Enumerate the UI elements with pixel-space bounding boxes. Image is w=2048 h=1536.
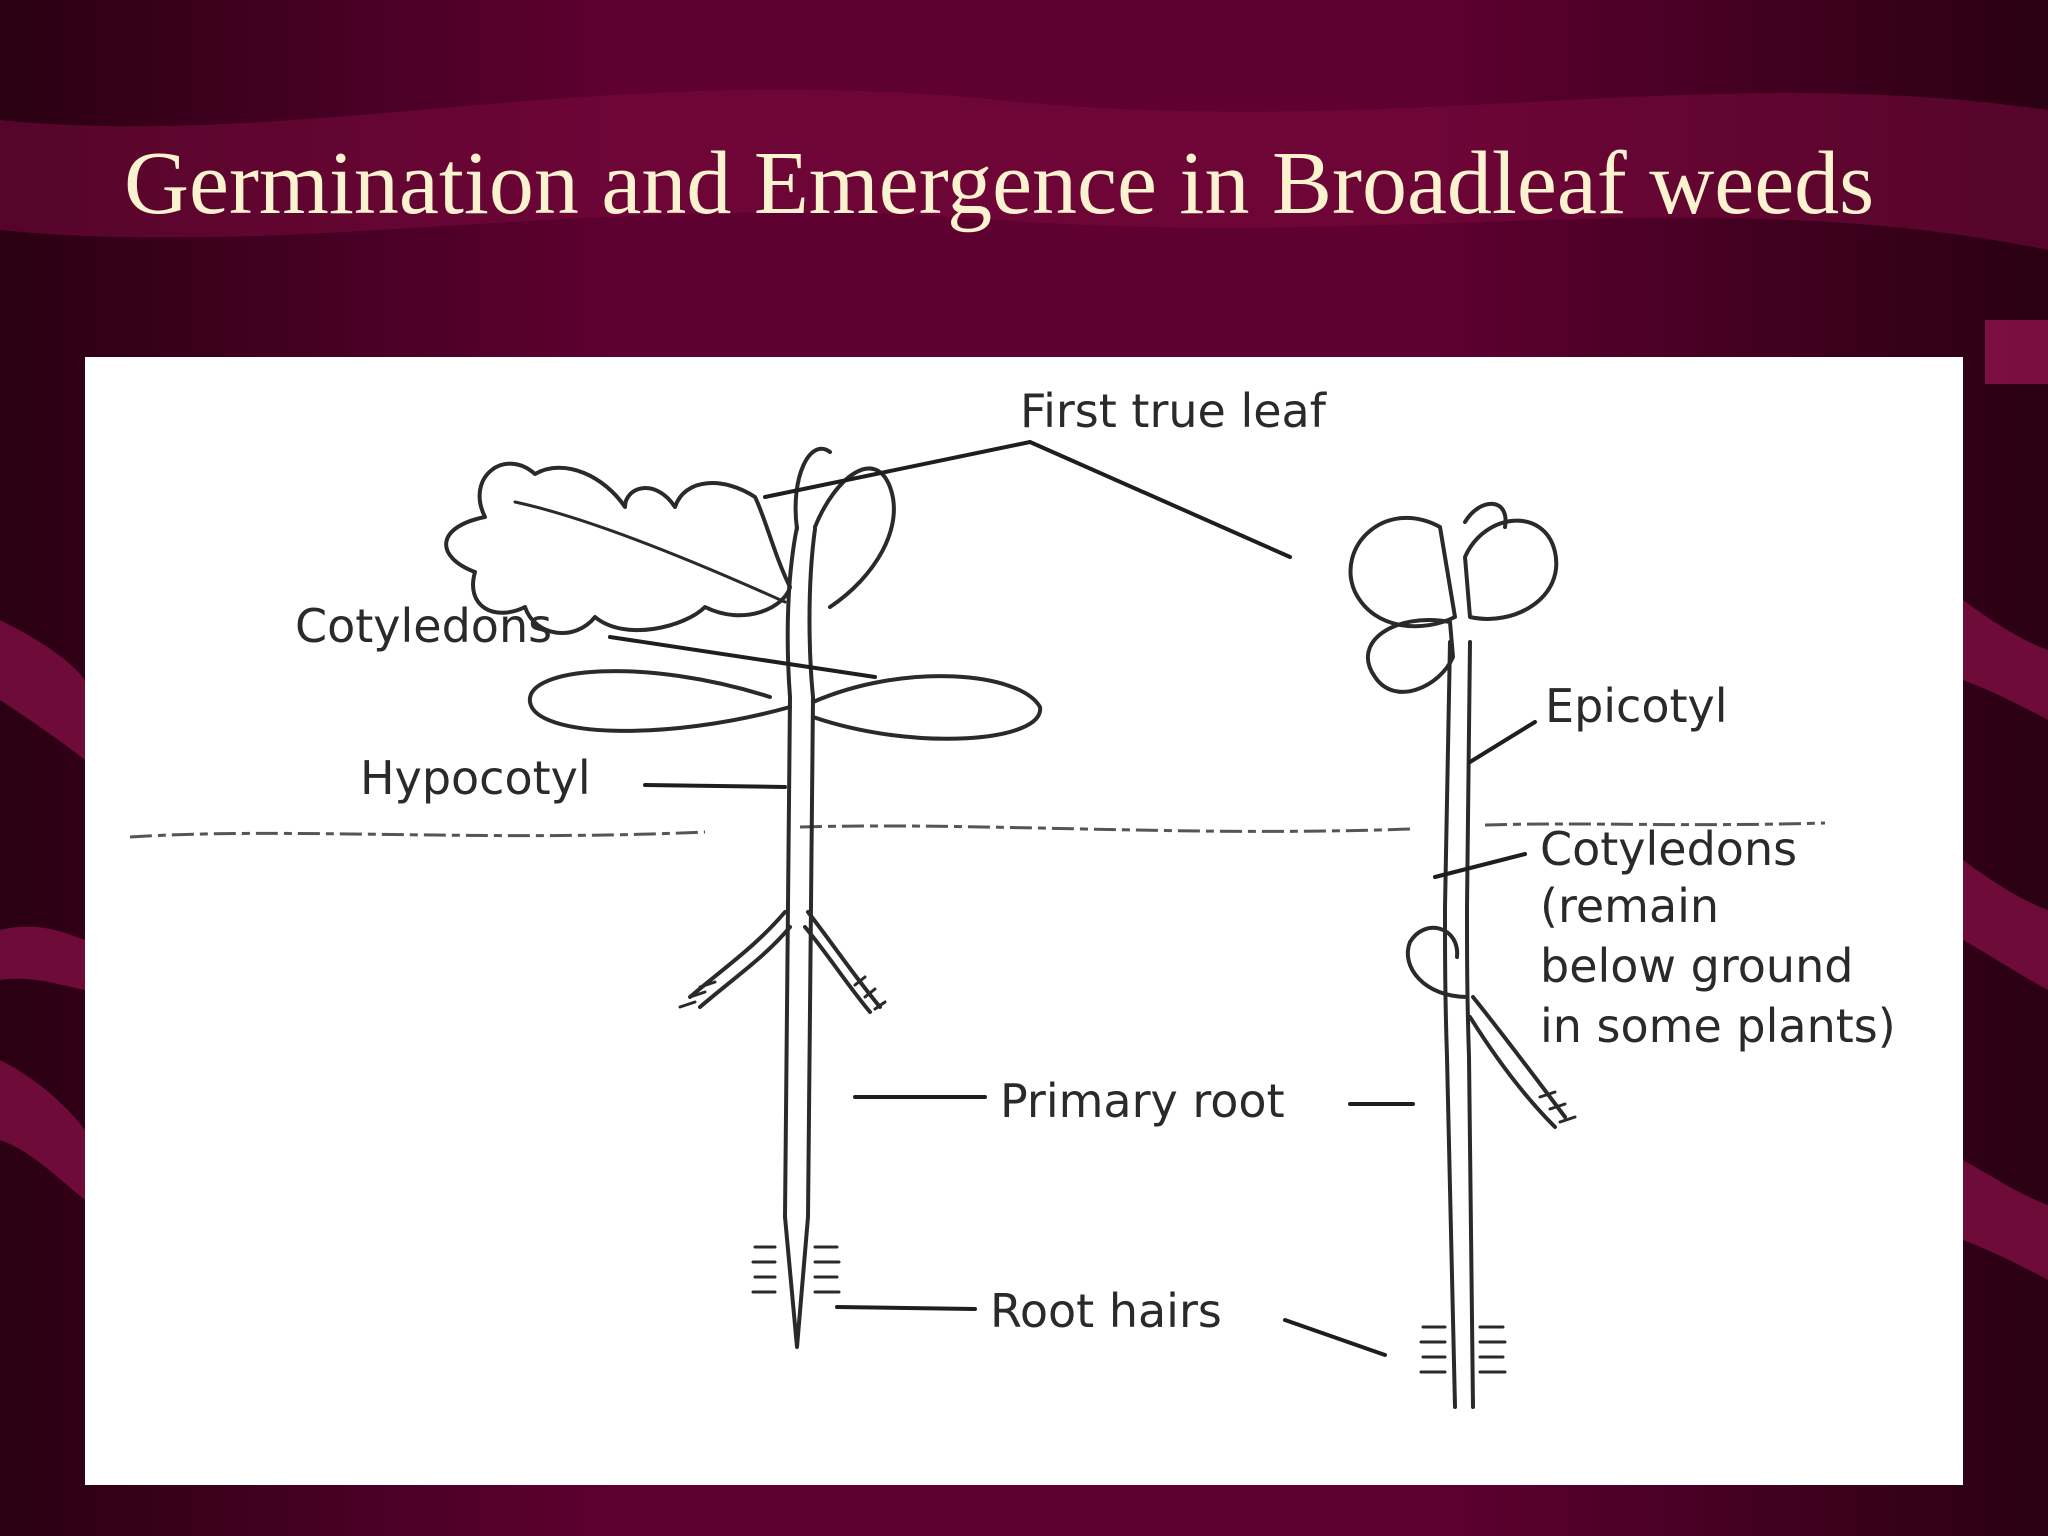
leader-cotyledons-left — [608, 635, 877, 679]
leader-cotyledons-right — [1433, 852, 1527, 879]
seedling-diagram: First true leaf Cotyledons Hypocotyl Epi… — [85, 357, 1963, 1485]
soil-line — [129, 821, 1826, 839]
label-cotyledons-left: Cotyledons — [295, 599, 552, 653]
label-cotyledons-right-line-2: (remain — [1540, 879, 1719, 933]
slide-title: Germination and Emergence in Broadleaf w… — [124, 134, 1875, 233]
label-epicotyl: Epicotyl — [1545, 679, 1728, 733]
seedling-illustration: First true leaf Cotyledons Hypocotyl Epi… — [129, 384, 1896, 1409]
label-primary-root: Primary root — [1000, 1074, 1285, 1128]
label-hypocotyl: Hypocotyl — [360, 751, 591, 805]
label-root-hairs: Root hairs — [990, 1284, 1222, 1338]
label-cotyledons-right-line-4: in some plants) — [1540, 999, 1896, 1053]
label-cotyledons-right-line-1: Cotyledons — [1540, 822, 1797, 876]
leader-root-hairs-left — [835, 1305, 977, 1311]
leader-hypocotyl — [643, 783, 787, 789]
leader-epicotyl — [1468, 720, 1537, 764]
left-seedling — [444, 446, 1043, 1349]
right-seedling — [1348, 501, 1577, 1409]
label-first-true-leaf: First true leaf — [1020, 384, 1328, 438]
leader-root-hairs-right — [1283, 1318, 1387, 1357]
label-cotyledons-right-line-3: below ground — [1540, 939, 1853, 993]
leader-first-true-leaf — [763, 439, 1292, 559]
